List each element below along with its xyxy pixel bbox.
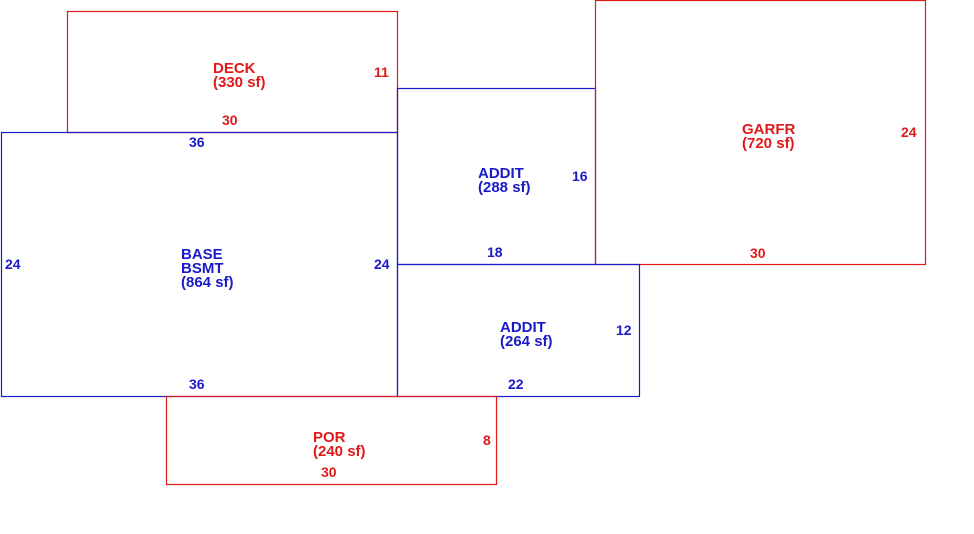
dim-garfr-right: 24 bbox=[901, 124, 917, 140]
dim-base-right: 24 bbox=[374, 256, 390, 272]
area-por: POR (240 sf) 8 30 bbox=[165, 395, 498, 486]
dim-base-left: 24 bbox=[5, 256, 21, 272]
dim-addit-upper-right: 16 bbox=[572, 168, 588, 184]
area-label-addit-lower-name: ADDIT bbox=[500, 319, 546, 336]
area-label-addit-lower-sf: (264 sf) bbox=[500, 333, 553, 350]
area-label-addit-upper-name: ADDIT bbox=[478, 165, 524, 182]
dim-addit-lower-bottom: 22 bbox=[508, 376, 524, 392]
dim-addit-lower-right: 12 bbox=[616, 322, 632, 338]
area-label-garfr-sf: (720 sf) bbox=[742, 135, 795, 152]
area-outline-por bbox=[165, 395, 498, 486]
area-label-por-name: POR bbox=[313, 429, 346, 446]
dim-base-bottom: 36 bbox=[189, 376, 205, 392]
area-outline-addit-lower bbox=[396, 263, 641, 398]
dim-deck-right: 11 bbox=[374, 64, 389, 80]
area-label-deck-name: DECK bbox=[213, 60, 256, 77]
area-label-addit-upper-sf: (288 sf) bbox=[478, 179, 531, 196]
area-label-deck-sf: (330 sf) bbox=[213, 74, 266, 91]
dim-garfr-bottom: 30 bbox=[750, 245, 766, 261]
area-deck: DECK (330 sf) 30 11 bbox=[66, 10, 399, 134]
dim-por-bottom: 30 bbox=[321, 464, 337, 480]
dim-deck-bottom: 30 bbox=[222, 112, 238, 128]
dim-addit-upper-bottom: 18 bbox=[487, 244, 503, 260]
area-label-por-sf: (240 sf) bbox=[313, 443, 366, 460]
dim-base-top: 36 bbox=[189, 134, 205, 150]
area-garfr: GARFR (720 sf) 24 30 bbox=[594, 0, 927, 266]
area-addit-upper: ADDIT (288 sf) 16 18 bbox=[396, 87, 597, 266]
area-outline-garfr bbox=[594, 0, 927, 266]
dim-por-right: 8 bbox=[483, 432, 491, 448]
area-label-base-name: BASE bbox=[181, 246, 223, 263]
area-label-garfr-name: GARFR bbox=[742, 121, 795, 138]
area-label-base-sf: (864 sf) bbox=[181, 274, 234, 291]
area-label-base-sub: BSMT bbox=[181, 260, 224, 277]
area-base: BASE BSMT (864 sf) 36 24 24 36 bbox=[0, 131, 399, 398]
area-addit-lower: ADDIT (264 sf) 12 22 bbox=[396, 263, 641, 398]
